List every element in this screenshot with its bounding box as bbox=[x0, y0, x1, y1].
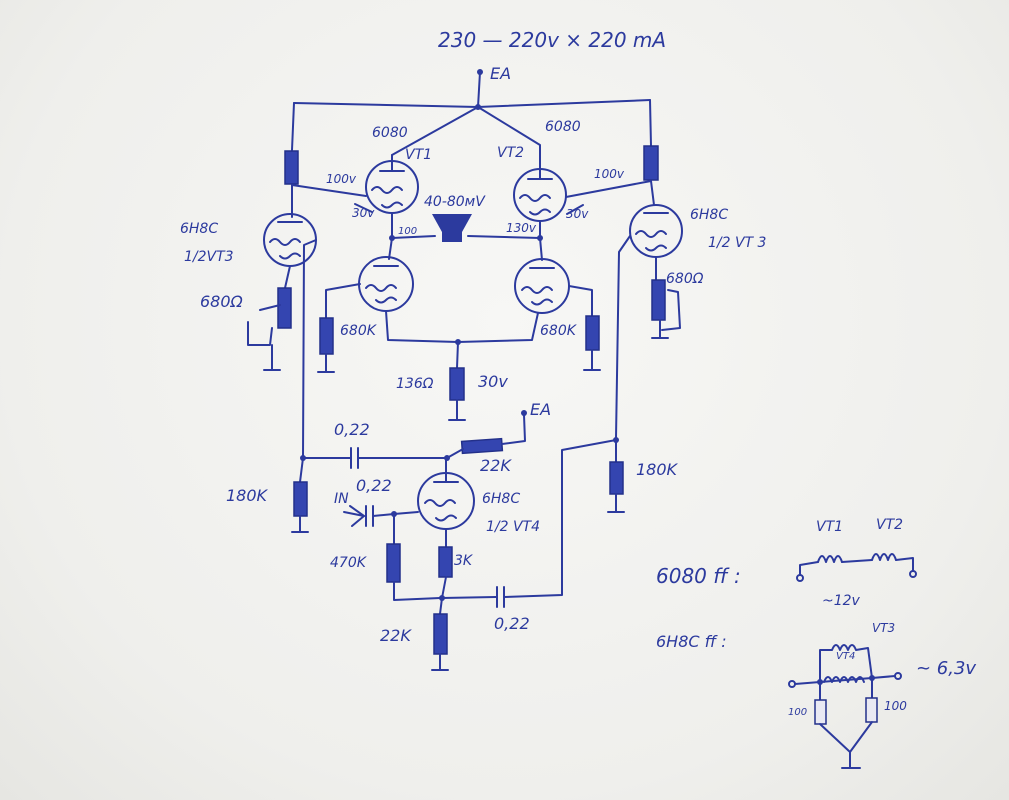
heater-6080-diagram bbox=[796, 553, 917, 582]
heater-6080-voltage: ~12v bbox=[822, 593, 860, 609]
heater-6h8c-r-right: 100 bbox=[884, 699, 907, 713]
cathode-pot-680-right bbox=[651, 279, 666, 321]
cap-in-label: 0,22 bbox=[356, 476, 392, 495]
tube-lower-right bbox=[457, 237, 593, 343]
heater-6080-title: 6080 ff : bbox=[656, 564, 741, 588]
voltage-mid-130: 130v bbox=[506, 221, 537, 235]
vt1-type-label: 6080 bbox=[372, 125, 408, 141]
heater-6h8c-r-left: 100 bbox=[788, 707, 808, 718]
r3k-label: 3K bbox=[454, 553, 473, 569]
r680-left-label: 680Ω bbox=[200, 292, 243, 311]
tube-vt1 bbox=[365, 154, 419, 239]
heater-6h8c-vt4: VT4 bbox=[836, 651, 856, 662]
r180k-right-label: 180K bbox=[636, 460, 678, 479]
cap-bottom-label: 0,22 bbox=[494, 614, 530, 633]
r680-right-label: 680Ω bbox=[666, 271, 704, 287]
supply-node-label: EA bbox=[490, 64, 512, 83]
grid-resistor-470k bbox=[386, 543, 401, 583]
r680k-right-label: 680K bbox=[540, 323, 576, 339]
speaker-label: 40-80мV bbox=[424, 194, 485, 210]
r22k-top-label: 22K bbox=[480, 456, 511, 475]
speaker bbox=[389, 214, 543, 242]
cathode-resistor-3k bbox=[438, 546, 453, 578]
r22k-bottom-label: 22K bbox=[380, 626, 411, 645]
heater-6h8c-diagram bbox=[788, 644, 902, 769]
tube-vt4 bbox=[393, 457, 475, 548]
supply-header: 230 — 220v × 220 mA bbox=[438, 28, 667, 52]
input-label: IN bbox=[334, 491, 349, 507]
tube-vt3-left bbox=[263, 213, 317, 459]
vt1-label: VT1 bbox=[405, 147, 433, 163]
supply-rail bbox=[291, 69, 652, 171]
voltage-right-100: 100v bbox=[594, 167, 625, 181]
voltage-right-30: 30v bbox=[566, 207, 589, 221]
plate-resistor-right bbox=[643, 145, 659, 181]
cap-top-label: 0,22 bbox=[334, 420, 370, 439]
heater-6080-vt1: VT1 bbox=[816, 519, 844, 535]
supply-node-label-2: EA bbox=[530, 400, 552, 419]
grid-resistor-680k-right bbox=[585, 315, 600, 351]
heater-6080-vt2: VT2 bbox=[876, 517, 904, 533]
grid-resistor-680k-left bbox=[319, 317, 334, 355]
vt2-type-label: 6080 bbox=[545, 119, 581, 135]
heater-6h8c-vt3: VT3 bbox=[872, 621, 896, 635]
heater-6h8c-title: 6H8C ff : bbox=[656, 632, 727, 651]
grid-resistor-180k-left bbox=[293, 481, 308, 517]
plate-resistor-22k bbox=[460, 437, 504, 455]
r180k-left-label: 180K bbox=[226, 486, 268, 505]
vt3-right-unit-label: 1/2 VT 3 bbox=[708, 235, 767, 251]
vt4-unit-label: 1/2 VT4 bbox=[486, 519, 541, 535]
tube-vt3-right bbox=[615, 204, 683, 439]
r680k-left-label: 680K bbox=[340, 323, 376, 339]
vt3-left-unit-label: 1/2VT3 bbox=[184, 249, 234, 265]
vt4-type-label: 6H8C bbox=[482, 491, 521, 507]
tube-lower-left bbox=[325, 237, 459, 343]
vt3-left-type-label: 6H8C bbox=[180, 221, 219, 237]
tail-resistor-136 bbox=[449, 367, 465, 401]
cathode-resistor-22k bbox=[433, 613, 448, 655]
cathode-pot-680-left bbox=[277, 287, 292, 329]
voltage-tail-30: 30v bbox=[478, 372, 508, 391]
heater-6h8c-voltage: ~ 6,3v bbox=[916, 658, 977, 679]
plate-resistor-left bbox=[284, 150, 299, 185]
grid-resistor-180k-right bbox=[609, 461, 624, 495]
r470k-label: 470K bbox=[330, 555, 366, 571]
vt3-right-type-label: 6H8C bbox=[690, 207, 729, 223]
voltage-mid-100: 100 bbox=[398, 226, 418, 237]
vt2-label: VT2 bbox=[497, 145, 525, 161]
voltage-left-30: 30v bbox=[352, 206, 375, 220]
tube-vt2 bbox=[513, 168, 567, 239]
r136-label: 136Ω bbox=[396, 376, 434, 392]
voltage-left-100: 100v bbox=[326, 172, 357, 186]
